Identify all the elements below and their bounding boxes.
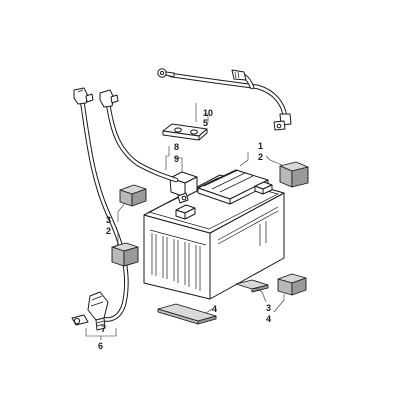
battery-hold-down-strap <box>162 123 208 141</box>
callout-2-left: 2 <box>106 226 111 236</box>
pad-left-lower <box>111 242 139 267</box>
callout-10: 10 <box>203 108 213 118</box>
negative-cable <box>99 89 179 183</box>
callout-leaders <box>85 103 285 340</box>
pad-right-lower <box>277 273 307 296</box>
callout-3-left: 3 <box>106 215 111 225</box>
pad-left-upper <box>119 184 147 207</box>
callout-5: 5 <box>203 118 208 128</box>
callout-labels: 10 5 8 9 1 2 3 2 4 3 4 7 6 <box>98 108 271 351</box>
callout-9: 9 <box>174 154 179 164</box>
bottom-pad-flat <box>157 303 217 325</box>
cable-connector-plug <box>231 69 247 81</box>
callout-4-right: 4 <box>266 314 271 324</box>
pad-right-upper <box>279 161 309 188</box>
callout-2-upper: 2 <box>258 152 263 162</box>
battery <box>143 169 285 300</box>
terminal-cover <box>169 171 198 204</box>
callout-6: 6 <box>98 341 103 351</box>
callout-1: 1 <box>258 141 263 151</box>
cable-top-terminal <box>73 87 89 105</box>
callout-3-right: 3 <box>266 303 271 313</box>
callout-8: 8 <box>174 142 179 152</box>
callout-7: 7 <box>101 324 106 334</box>
positive-cable <box>71 87 129 331</box>
bottom-pad-small <box>235 279 269 293</box>
callout-4-bottom: 4 <box>212 304 217 314</box>
ground-cable <box>157 68 292 131</box>
